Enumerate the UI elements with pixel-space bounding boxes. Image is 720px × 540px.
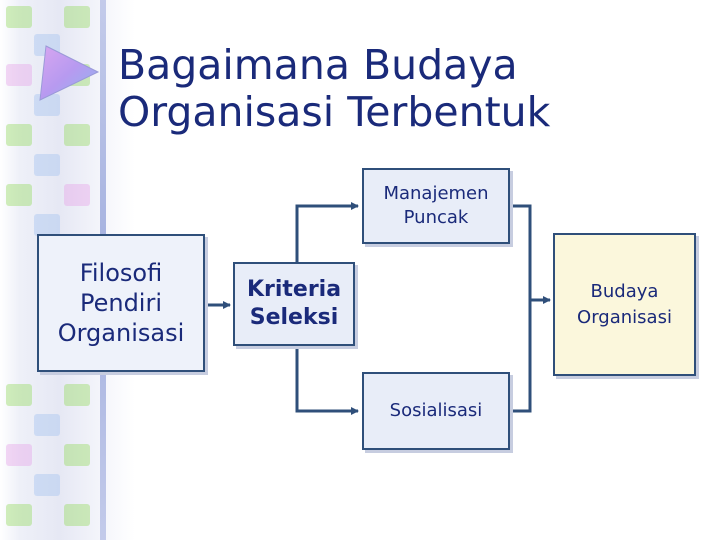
- slide-title: Bagaimana Budaya Organisasi Terbentuk: [118, 41, 551, 136]
- node-manajemen-puncak: Manajemen Puncak: [362, 168, 510, 244]
- arrow-kriteria-to-manajemen: [295, 202, 359, 262]
- node-sosialisasi: Sosialisasi: [362, 372, 510, 450]
- node-filosofi-pendiri: Filosofi Pendiri Organisasi: [37, 234, 205, 372]
- arrow-kriteria-to-sosialisasi: [295, 346, 359, 415]
- line-sosialisasi-to-budaya: [510, 300, 532, 413]
- triangle-arrow-icon: [39, 45, 100, 101]
- line-manajemen-to-budaya: [510, 204, 532, 300]
- node-budaya-organisasi: Budaya Organisasi: [553, 233, 696, 376]
- node-kriteria-seleksi: Kriteria Seleksi: [233, 262, 355, 346]
